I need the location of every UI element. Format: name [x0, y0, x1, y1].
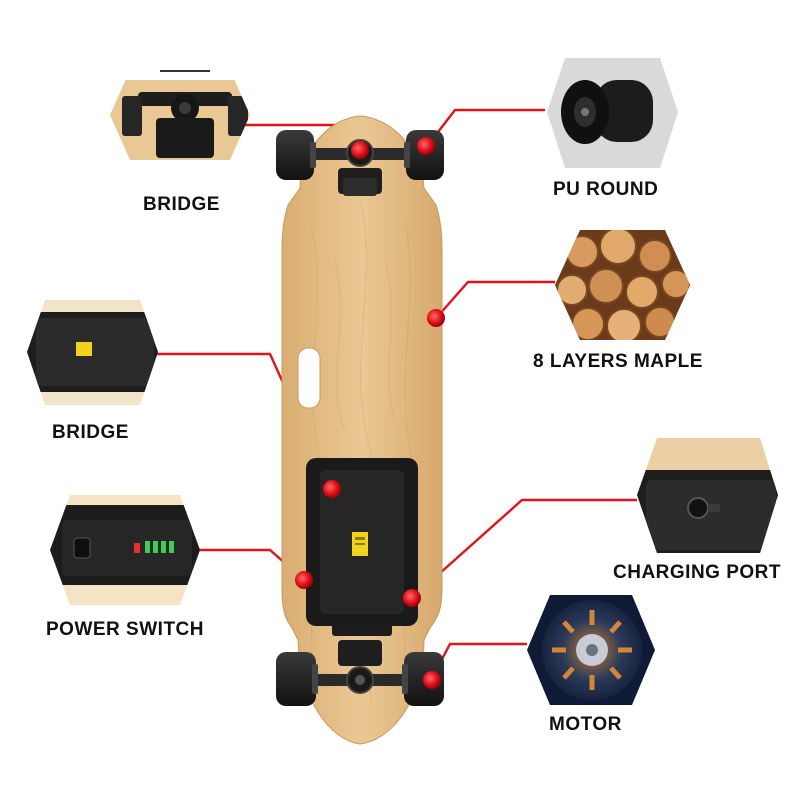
dot-bridge-top: [351, 141, 369, 159]
dot-charging-port: [403, 589, 421, 607]
truck-mount-icon: [110, 70, 250, 160]
callout-line-maple: [437, 280, 555, 317]
power-switch-icon: [50, 495, 200, 605]
rear-truck: [300, 640, 420, 694]
callout-line-pu-round: [427, 108, 545, 146]
label-pu-round: PU ROUND: [553, 179, 659, 200]
motor-icon: [527, 595, 655, 705]
label-bridge-mid: BRIDGE: [52, 422, 129, 443]
log-stack-icon: [555, 230, 690, 340]
dot-maple: [427, 309, 445, 327]
front-right-wheel: [404, 130, 444, 180]
callout-dots: [295, 137, 445, 689]
dot-pu-round: [417, 137, 435, 155]
label-maple: 8 LAYERS MAPLE: [533, 351, 703, 372]
battery-case: [306, 458, 418, 636]
dot-bridge-mid: [323, 480, 341, 498]
label-bridge-top: BRIDGE: [143, 194, 220, 215]
rear-left-wheel: [276, 652, 318, 706]
dot-power-switch: [295, 571, 313, 589]
label-power-switch: POWER SWITCH: [46, 619, 204, 640]
label-charging-port: CHARGING PORT: [613, 562, 781, 583]
dot-motor: [423, 671, 441, 689]
wheel-icon: [547, 58, 678, 168]
handle-slot: [297, 347, 321, 409]
battery-case-icon: [27, 300, 158, 405]
callout-line-motor: [430, 642, 527, 679]
callout-line-charging-port: [411, 498, 637, 599]
skateboard: [276, 115, 444, 745]
front-left-wheel: [276, 130, 316, 180]
charging-port-icon: [637, 438, 778, 553]
label-motor: MOTOR: [549, 714, 622, 735]
